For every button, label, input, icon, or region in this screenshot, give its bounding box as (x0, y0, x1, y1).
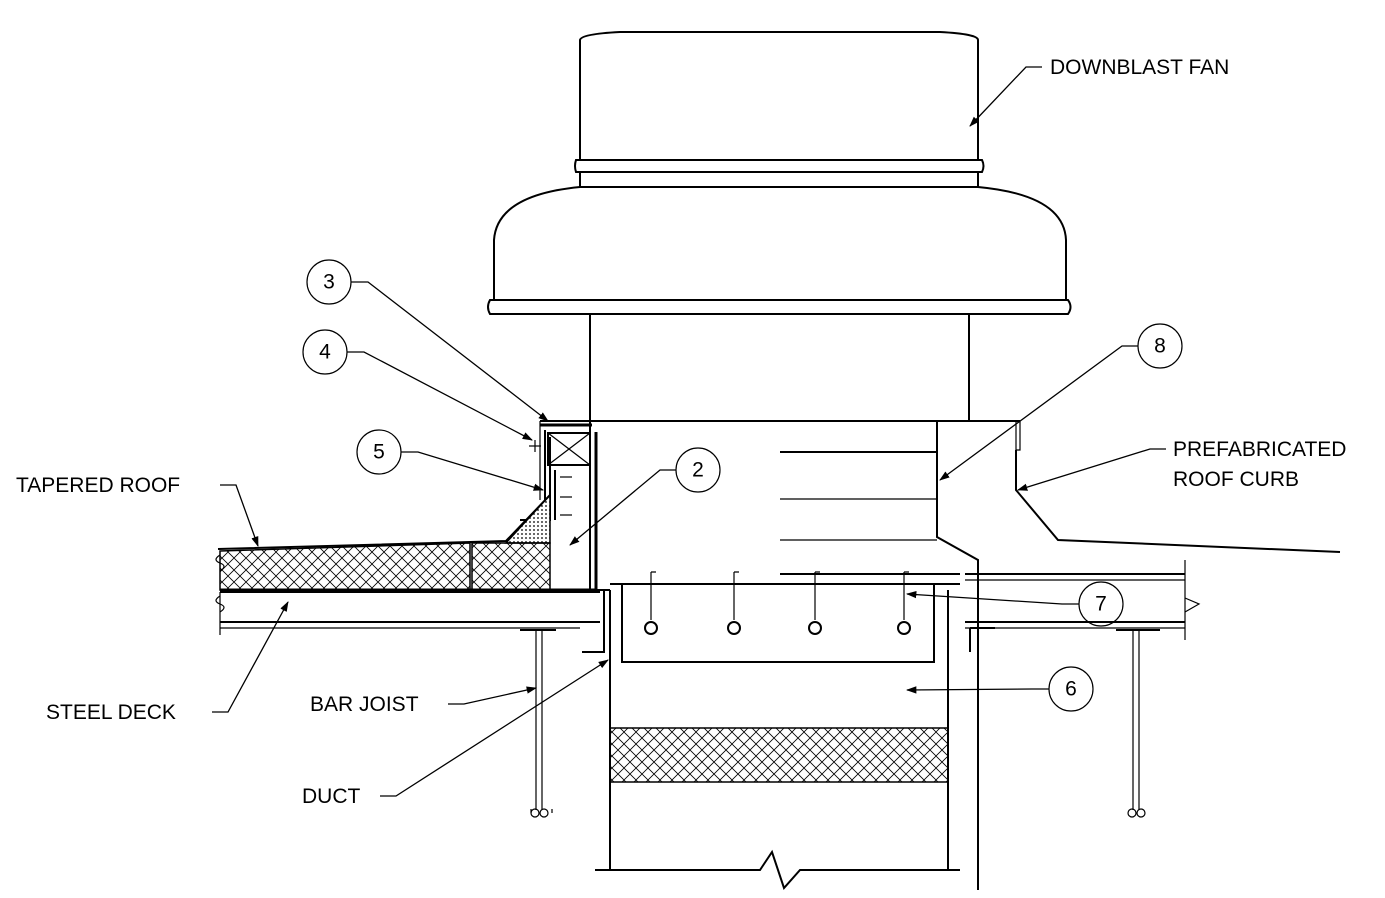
damper-blades (644, 571, 911, 635)
label-prefab-curb-2: ROOF CURB (1173, 468, 1299, 491)
bar-joist-left (520, 629, 556, 818)
leader-duct (380, 659, 609, 797)
label-prefab-curb-1: PREFABRICATED (1173, 438, 1346, 461)
leader-steel-deck (212, 601, 289, 713)
duct (582, 583, 995, 890)
downblast-fan (487, 31, 1072, 421)
callout-7: 7 (905, 581, 1124, 627)
callout-4: 4 (302, 329, 533, 441)
callout-5: 5 (356, 429, 544, 491)
leader-tapered-roof (220, 484, 259, 547)
bar-joist-right (1116, 629, 1160, 818)
callout-8-number: 8 (1154, 335, 1166, 358)
leader-bar-joist (448, 686, 538, 705)
callout-2-number: 2 (692, 459, 704, 482)
label-downblast-fan: DOWNBLAST FAN (1050, 56, 1229, 79)
callout-3-number: 3 (323, 271, 335, 294)
roof-curb (520, 420, 1341, 890)
steel-deck (219, 560, 1201, 640)
label-bar-joist: BAR JOIST (310, 693, 419, 716)
callout-6: 6 (905, 666, 1094, 712)
leader-downblast-fan (969, 66, 1042, 127)
callout-4-number: 4 (319, 341, 331, 364)
callout-3: 3 (306, 259, 549, 422)
callout-6-number: 6 (1065, 678, 1077, 701)
leader-prefab-curb (1017, 448, 1166, 491)
callout-2: 2 (569, 447, 721, 546)
callout-7-number: 7 (1095, 593, 1107, 616)
label-steel-deck: STEEL DECK (46, 701, 176, 724)
callout-8: 8 (939, 323, 1183, 481)
label-tapered-roof: TAPERED ROOF (16, 474, 180, 497)
label-duct: DUCT (302, 785, 360, 808)
tapered-roof-insulation (215, 494, 596, 613)
callout-5-number: 5 (373, 441, 385, 464)
